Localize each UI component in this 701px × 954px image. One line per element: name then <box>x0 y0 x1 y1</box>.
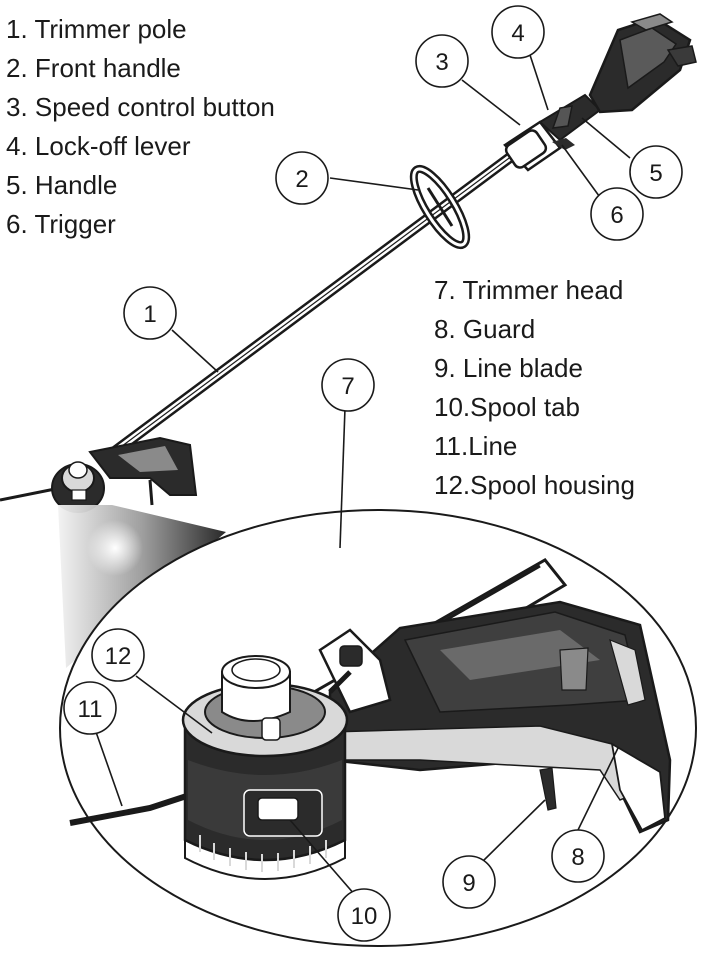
svg-text:9: 9 <box>462 870 475 897</box>
callout-9: 9 <box>442 855 496 909</box>
leader-lines <box>95 54 631 896</box>
line-blade-shape <box>539 767 557 811</box>
legend-item-1: 1. Trimmer pole <box>6 14 187 44</box>
svg-text:12: 12 <box>105 643 132 670</box>
callout-7: 7 <box>321 358 375 412</box>
svg-text:7: 7 <box>341 373 354 400</box>
callout-2: 2 <box>275 151 329 205</box>
svg-text:3: 3 <box>435 49 448 76</box>
legend-item-3: 3. Speed control button <box>6 92 275 122</box>
legend-top: 1. Trimmer pole 2. Front handle 3. Speed… <box>6 14 275 239</box>
callout-3: 3 <box>415 34 469 88</box>
trimmer-head-small <box>0 436 198 513</box>
legend-item-12: 12.Spool housing <box>434 470 635 500</box>
svg-text:8: 8 <box>571 844 584 871</box>
svg-text:2: 2 <box>295 166 308 193</box>
callout-12: 12 <box>91 628 145 682</box>
legend-item-7: 7. Trimmer head <box>434 275 623 305</box>
zoom-detail <box>59 509 697 947</box>
legend-bottom: 7. Trimmer head 8. Guard 9. Line blade 1… <box>434 275 635 500</box>
svg-text:4: 4 <box>511 20 524 47</box>
rear-handle-shape <box>503 13 697 172</box>
legend-item-9: 9. Line blade <box>434 353 583 383</box>
callout-10: 10 <box>337 888 391 942</box>
legend-item-5: 5. Handle <box>6 170 117 200</box>
callout-5: 5 <box>629 145 683 199</box>
front-handle-shape <box>409 164 471 250</box>
callouts: 1 2 3 4 5 6 7 8 9 10 11 12 <box>63 5 683 942</box>
legend-item-2: 2. Front handle <box>6 53 181 83</box>
callout-11: 11 <box>63 681 117 735</box>
legend-item-8: 8. Guard <box>434 314 535 344</box>
svg-text:1: 1 <box>143 301 156 328</box>
svg-text:11: 11 <box>78 696 103 723</box>
legend-item-10: 10.Spool tab <box>434 392 580 422</box>
svg-text:6: 6 <box>610 202 623 229</box>
svg-text:10: 10 <box>351 903 378 930</box>
callout-1: 1 <box>123 286 177 340</box>
guard-shape <box>328 600 672 834</box>
callout-6: 6 <box>590 187 644 241</box>
callout-4: 4 <box>491 5 545 59</box>
legend-item-11: 11.Line <box>434 431 517 461</box>
callout-8: 8 <box>551 829 605 883</box>
legend-item-6: 6. Trigger <box>6 209 116 239</box>
svg-text:5: 5 <box>649 160 662 187</box>
legend-item-4: 4. Lock-off lever <box>6 131 191 161</box>
spool-head-shape <box>181 655 349 880</box>
